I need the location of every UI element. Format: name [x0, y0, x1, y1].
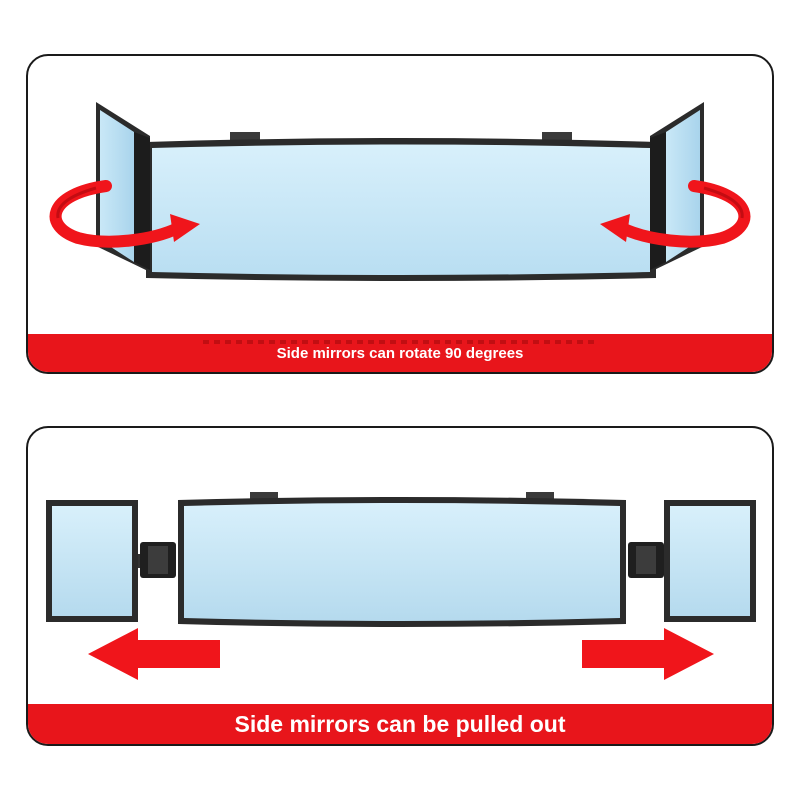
- right-side-mirror: [664, 500, 756, 622]
- right-slide-hinge: [628, 542, 664, 578]
- banner-watermark-strip: [203, 340, 599, 344]
- mount-clip-right: [526, 492, 554, 502]
- mount-clip-right: [542, 132, 572, 142]
- pull-arrow-left-icon: [88, 628, 220, 680]
- mount-clip-left: [230, 132, 260, 142]
- rotate-caption-banner: Side mirrors can rotate 90 degrees: [28, 334, 772, 372]
- main-mirror: [146, 138, 656, 281]
- left-side-mirror: [46, 500, 138, 622]
- main-mirror: [178, 497, 626, 627]
- pull-out-caption-text: Side mirrors can be pulled out: [234, 711, 566, 737]
- rotating-mirror-illustration: [49, 102, 751, 281]
- rotate-panel: Side mirrors can rotate 90 degrees: [26, 54, 774, 374]
- mount-clip-left: [250, 492, 278, 502]
- pull-out-mirror-illustration: [46, 492, 756, 680]
- rotate-arrow-left-icon: [49, 180, 200, 248]
- pull-arrow-right-icon: [582, 628, 714, 680]
- pull-out-caption-banner: Side mirrors can be pulled out: [28, 704, 772, 744]
- pull-out-panel: Side mirrors can be pulled out: [26, 426, 774, 746]
- left-slide-hinge: [138, 542, 176, 578]
- rotate-caption-text: Side mirrors can rotate 90 degrees: [276, 345, 524, 362]
- rotate-arrow-right-icon: [600, 180, 751, 248]
